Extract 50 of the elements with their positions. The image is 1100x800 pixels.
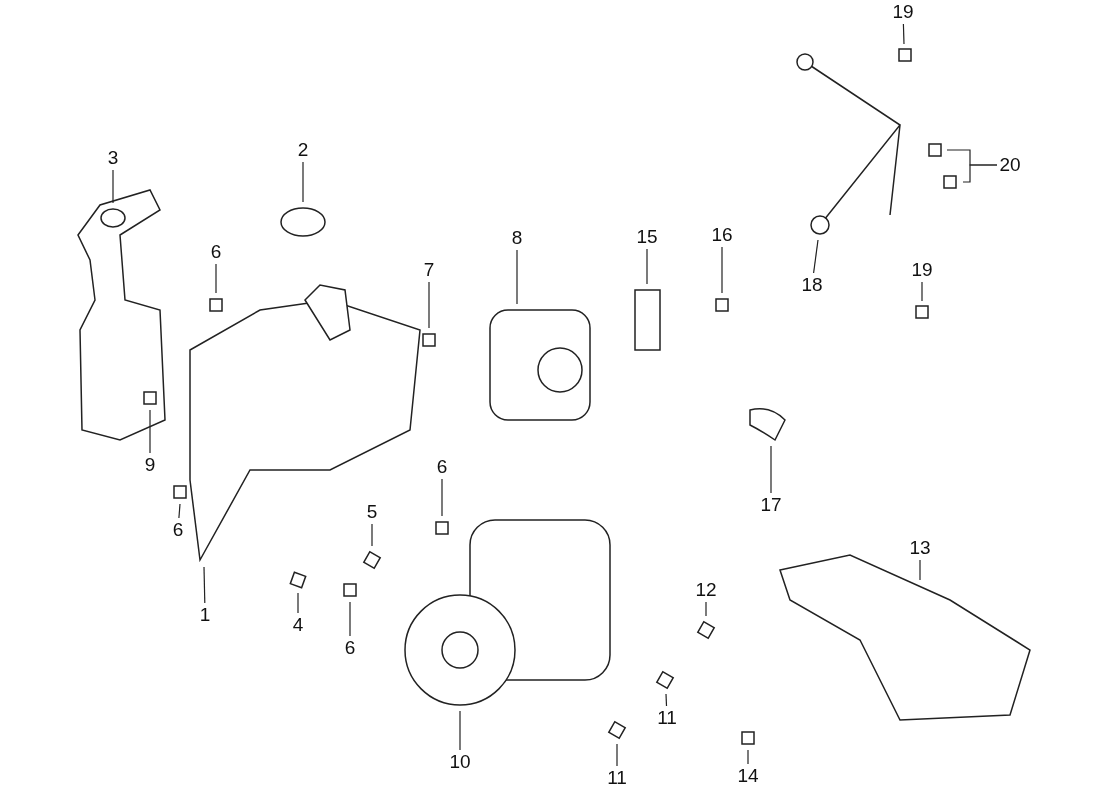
leader-line <box>349 601 351 637</box>
leader-line <box>297 592 299 614</box>
callout-number: 6 <box>344 638 356 658</box>
callout-number: 19 <box>911 260 933 280</box>
callout-number: 10 <box>449 752 471 772</box>
leader-line <box>112 169 114 204</box>
callout-number: 1 <box>199 605 211 625</box>
leader-line <box>215 263 217 294</box>
leader-line <box>705 601 707 617</box>
leader-line <box>962 164 998 183</box>
leader-line <box>203 566 206 604</box>
callout-number: 5 <box>366 502 378 522</box>
leader-line <box>770 445 772 494</box>
callout-number: 15 <box>636 227 658 247</box>
leader-line <box>665 693 668 707</box>
leader-line <box>646 248 648 285</box>
callout-number: 6 <box>436 457 448 477</box>
leader-line <box>919 559 921 581</box>
callout-number: 7 <box>423 260 435 280</box>
callout-number: 12 <box>695 580 717 600</box>
callout-number: 6 <box>172 520 184 540</box>
callout-number: 17 <box>760 495 782 515</box>
leader-line <box>516 249 518 305</box>
leader-line <box>747 749 749 765</box>
leader-line <box>371 523 373 547</box>
callout-number: 9 <box>144 455 156 475</box>
leader-line <box>616 743 618 767</box>
callout-number: 11 <box>607 768 627 788</box>
callout-number: 6 <box>210 242 222 262</box>
leader-line <box>302 161 304 203</box>
leader-line <box>902 23 905 45</box>
callout-number: 20 <box>999 155 1021 175</box>
callout-number: 16 <box>711 225 733 245</box>
leader-line <box>921 281 923 302</box>
leader-line <box>721 246 723 294</box>
leader-line <box>428 281 430 329</box>
leader-line <box>149 409 151 454</box>
leader-line <box>178 503 181 519</box>
callout-number: 14 <box>737 766 759 786</box>
callout-number: 11 <box>657 708 677 728</box>
leader-line <box>459 710 461 751</box>
callout-number: 2 <box>297 140 309 160</box>
leader-line <box>813 239 819 274</box>
callout-number: 8 <box>511 228 523 248</box>
callout-number: 3 <box>107 148 119 168</box>
leader-line <box>441 478 443 517</box>
callout-number: 4 <box>292 615 304 635</box>
callout-number: 19 <box>892 2 914 22</box>
callout-number: 13 <box>909 538 931 558</box>
callout-number: 18 <box>801 275 823 295</box>
